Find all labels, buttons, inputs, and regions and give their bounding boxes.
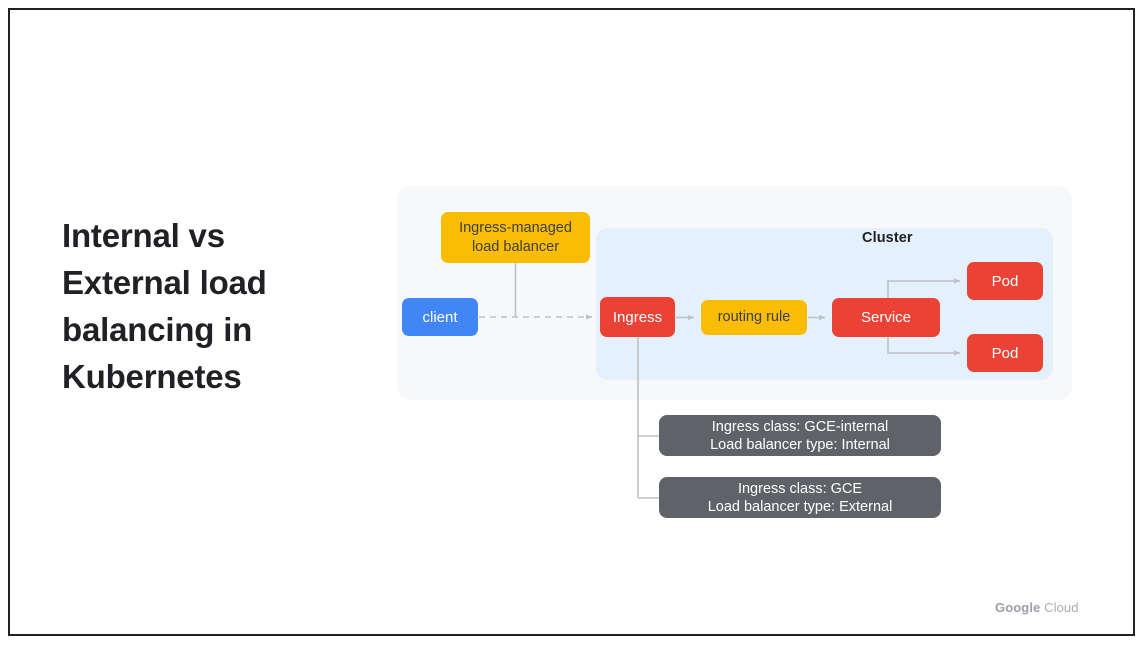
node-service[interactable]: Service	[832, 298, 940, 337]
page-title-line-4: Kubernetes	[62, 358, 242, 395]
node-ingress-managed-load-balancer-label: Ingress-managed load balancer	[459, 219, 572, 257]
node-service-label: Service	[860, 309, 912, 326]
page-title-line-2: External load	[62, 264, 267, 301]
node-ingress[interactable]: Ingress	[600, 297, 675, 337]
brand-cloud: Cloud	[1044, 600, 1079, 615]
page-title-line-1: Internal vs	[62, 217, 225, 254]
callout-external-line-1: Ingress class: GCE	[737, 480, 863, 497]
callout-internal[interactable]: Ingress class: GCE-internal Load balance…	[659, 415, 941, 456]
callout-external[interactable]: Ingress class: GCE Load balancer type: E…	[659, 477, 941, 518]
callout-external-text: Ingress class: GCE Load balancer type: E…	[708, 480, 893, 516]
node-ingress-managed-load-balancer[interactable]: Ingress-managed load balancer	[441, 212, 590, 263]
callout-internal-text: Ingress class: GCE-internal Load balance…	[710, 418, 890, 454]
page-title-line-3: balancing in	[62, 311, 253, 348]
node-client[interactable]: client	[402, 298, 478, 336]
node-pod-2[interactable]: Pod	[967, 334, 1043, 372]
node-routing-rule[interactable]: routing rule	[701, 300, 807, 335]
google-cloud-logo: Google Cloud	[995, 600, 1079, 615]
brand-google: Google	[995, 600, 1041, 615]
node-client-label: client	[422, 308, 458, 326]
node-pod-1-label: Pod	[991, 272, 1019, 290]
node-pod-1[interactable]: Pod	[967, 262, 1043, 300]
callout-external-line-2: Load balancer type: External	[707, 498, 893, 515]
ilb-label-line-1: Ingress-managed	[459, 219, 572, 236]
page-title: Internal vs External load balancing in K…	[62, 212, 362, 400]
cluster-label: Cluster	[862, 230, 913, 246]
callout-internal-line-2: Load balancer type: Internal	[710, 436, 890, 453]
node-routing-rule-label: routing rule	[717, 309, 791, 325]
ilb-label-line-2: load balancer	[471, 238, 560, 255]
node-ingress-label: Ingress	[612, 308, 663, 326]
node-pod-2-label: Pod	[991, 344, 1019, 362]
callout-internal-line-1: Ingress class: GCE-internal	[711, 418, 889, 435]
